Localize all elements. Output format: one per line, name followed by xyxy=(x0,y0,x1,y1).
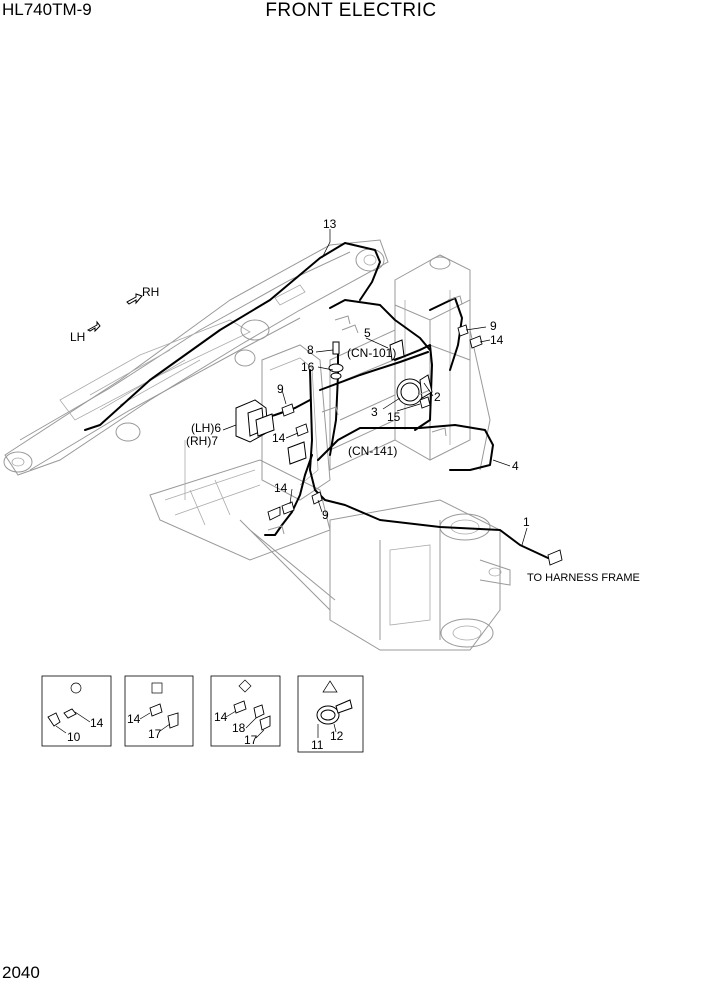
rh-arrow-icon xyxy=(126,293,143,305)
callout-6: (LH)6 xyxy=(191,421,221,435)
horn xyxy=(396,374,433,406)
model-name: HL740TM-9 xyxy=(2,0,92,19)
callout-14-left: 14 xyxy=(272,431,286,445)
boom-arm xyxy=(3,239,389,476)
legend-circle-label-14: 14 xyxy=(90,716,104,730)
clip-bolts xyxy=(267,324,563,566)
callout-7: (RH)7 xyxy=(186,434,218,448)
connector-cn141 xyxy=(287,441,307,465)
circle-symbol xyxy=(70,682,82,694)
direction-lh-label: LH xyxy=(70,330,85,344)
harness-frame-note: TO HARNESS FRAME xyxy=(527,572,640,584)
callout-14-right: 14 xyxy=(490,333,504,347)
callout-13: 13 xyxy=(323,217,337,231)
legend-square-label-17: 17 xyxy=(148,727,162,741)
wire-harness xyxy=(84,242,549,559)
legend-diamond-label-14: 14 xyxy=(214,710,228,724)
callout-1: 1 xyxy=(523,515,530,529)
lh-arrow-icon xyxy=(86,320,101,333)
legend-diamond: 14 18 17 xyxy=(210,675,281,747)
page-number: 2040 xyxy=(2,963,40,982)
legend-diamond-label-18: 18 xyxy=(232,721,246,735)
legend-triangle-label-11: 11 xyxy=(311,738,324,752)
legend-square: 14 17 xyxy=(124,675,194,747)
legend-triangle: 11 12 xyxy=(297,675,364,753)
legend-circle-label-10: 10 xyxy=(67,730,81,744)
callout-14-lower: 14 xyxy=(274,481,288,495)
callout-2: 2 xyxy=(434,390,441,404)
leader-lines xyxy=(222,229,528,546)
front-frame xyxy=(149,254,511,651)
callout-8: 8 xyxy=(307,343,314,357)
callout-9-lower: 9 xyxy=(322,508,329,522)
callout-5: 5 xyxy=(364,326,371,340)
page-title: FRONT ELECTRIC xyxy=(265,0,437,21)
connector-5 xyxy=(389,339,405,361)
square-symbol xyxy=(151,682,163,694)
work-lamp xyxy=(235,399,275,443)
callout-labels: RH LH 13 5 8 (CN-101) 16 9 (LH)6 (RH)7 1… xyxy=(70,217,640,584)
callout-15: 15 xyxy=(387,410,401,424)
diamond-symbol xyxy=(238,679,252,693)
callout-4: 4 xyxy=(512,459,519,473)
triangle-symbol xyxy=(322,680,338,693)
wire-clamps xyxy=(267,295,463,535)
direction-rh-label: RH xyxy=(142,285,159,299)
callout-9-upper-left: 9 xyxy=(277,382,284,396)
callout-16: 16 xyxy=(301,360,315,374)
callout-3: 3 xyxy=(371,405,378,419)
direction-arrows xyxy=(86,293,143,333)
sensor-8 xyxy=(328,341,344,380)
legend-circle: 14 10 xyxy=(41,675,112,747)
legend-triangle-label-12: 12 xyxy=(330,729,344,743)
connector-cn141-label: (CN-141) xyxy=(348,444,397,458)
callout-9-right: 9 xyxy=(490,319,497,333)
legend-square-label-14: 14 xyxy=(127,712,141,726)
legend-diamond-label-17: 17 xyxy=(244,733,258,747)
connector-cn101-label: (CN-101) xyxy=(347,346,396,360)
